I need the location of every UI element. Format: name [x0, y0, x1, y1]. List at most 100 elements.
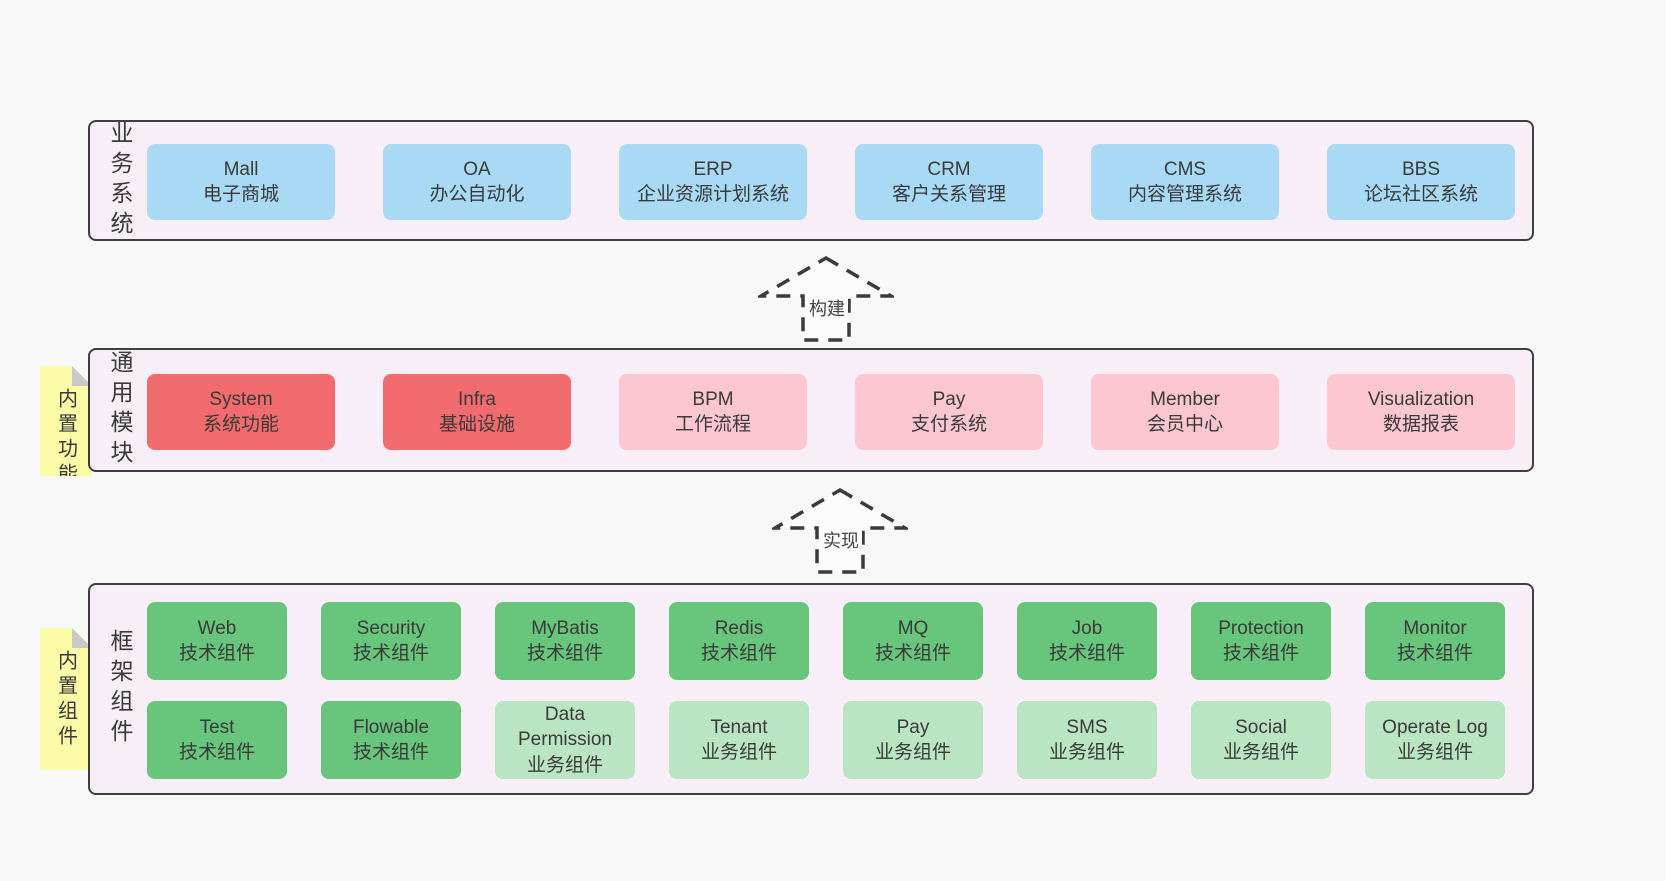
box-name: OA [463, 158, 491, 180]
framework-components-boxes: Web 技术组件 Security 技术组件 MyBatis 技术组件 Redi… [147, 602, 1505, 779]
implement-arrow-label: 实现 [820, 526, 862, 554]
builtin-features-note: 内置功能 [40, 366, 92, 476]
box-subtitle: 业务组件 [1396, 742, 1473, 763]
box-security: Security 技术组件 [321, 602, 461, 680]
box-subtitle: 技术组件 [178, 643, 255, 664]
box-subtitle: 技术组件 [874, 643, 951, 664]
box-name: Infra [457, 388, 497, 410]
box-name: Member [1150, 388, 1220, 410]
box-subtitle: 技术组件 [1222, 643, 1299, 664]
box-subtitle: 业务组件 [874, 742, 951, 763]
box-subtitle: 电子商城 [202, 184, 279, 205]
box-social: Social 业务组件 [1191, 701, 1331, 779]
box-flowable: Flowable 技术组件 [321, 701, 461, 779]
box-bbs: BBS 论坛社区系统 [1327, 144, 1515, 220]
box-subtitle: 技术组件 [352, 643, 429, 664]
box-row: Test 技术组件 Flowable 技术组件 Data Permission … [147, 701, 1505, 779]
box-name: Data Permission [518, 704, 612, 751]
box-name: CMS [1163, 158, 1207, 180]
box-job: Job 技术组件 [1017, 602, 1157, 680]
box-subtitle: 技术组件 [700, 643, 777, 664]
box-pay: Pay 支付系统 [855, 374, 1043, 450]
box-subtitle: 业务组件 [1048, 742, 1125, 763]
box-name: Pay [896, 716, 930, 738]
box-subtitle: 技术组件 [352, 742, 429, 763]
box-sms: SMS 业务组件 [1017, 701, 1157, 779]
band-label-business-systems: 业务系统 [107, 120, 133, 241]
box-subtitle: 客户关系管理 [891, 184, 1006, 205]
box-tenant: Tenant 业务组件 [669, 701, 809, 779]
box-name: Social [1235, 716, 1287, 738]
box-subtitle: 会员中心 [1146, 414, 1223, 435]
band-label-common-modules: 通用模块 [107, 350, 133, 470]
box-crm: CRM 客户关系管理 [855, 144, 1043, 220]
box-visualization: Visualization 数据报表 [1327, 374, 1515, 450]
box-monitor: Monitor 技术组件 [1365, 602, 1505, 680]
box-subtitle: 论坛社区系统 [1363, 184, 1478, 205]
box-name: Flowable [352, 716, 430, 738]
box-subtitle: 支付系统 [910, 414, 987, 435]
box-system: System 系统功能 [147, 374, 335, 450]
box-name: ERP [693, 158, 733, 180]
box-name: BBS [1401, 158, 1441, 180]
box-subtitle: 技术组件 [1048, 643, 1125, 664]
box-name: Security [356, 617, 426, 639]
box-name: Web [197, 617, 237, 639]
box-name: MyBatis [531, 617, 599, 639]
builtin-components-note-label: 内置组件 [54, 650, 77, 750]
box-subtitle: 企业资源计划系统 [636, 184, 789, 205]
box-subtitle: 数据报表 [1382, 414, 1459, 435]
box-cms: CMS 内容管理系统 [1091, 144, 1279, 220]
common-modules-boxes: System 系统功能 Infra 基础设施 BPM 工作流程 Pay 支付系统… [147, 374, 1515, 450]
box-name: BPM [692, 388, 734, 410]
box-subtitle: 业务组件 [700, 742, 777, 763]
builtin-components-note: 内置组件 [40, 628, 92, 770]
box-subtitle: 内容管理系统 [1127, 184, 1242, 205]
box-subtitle: 业务组件 [1222, 742, 1299, 763]
box-subtitle: 办公自动化 [429, 184, 525, 205]
box-row: Web 技术组件 Security 技术组件 MyBatis 技术组件 Redi… [147, 602, 1505, 680]
box-subtitle: 技术组件 [178, 742, 255, 763]
build-arrow-label: 构建 [806, 294, 848, 322]
box-operate-log: Operate Log 业务组件 [1365, 701, 1505, 779]
box-mall: Mall 电子商城 [147, 144, 335, 220]
box-data-permission: Data Permission 业务组件 [495, 701, 635, 779]
box-bpm: BPM 工作流程 [619, 374, 807, 450]
box-web: Web 技术组件 [147, 602, 287, 680]
box-name: Job [1071, 617, 1103, 639]
box-subtitle: 技术组件 [526, 643, 603, 664]
box-oa: OA 办公自动化 [383, 144, 571, 220]
box-name: Monitor [1403, 617, 1467, 639]
box-name: Pay [932, 388, 966, 410]
box-subtitle: 系统功能 [202, 414, 279, 435]
builtin-features-note-label: 内置功能 [54, 388, 77, 488]
box-member: Member 会员中心 [1091, 374, 1279, 450]
box-subtitle: 工作流程 [674, 414, 751, 435]
box-row: Mall 电子商城 OA 办公自动化 ERP 企业资源计划系统 CRM 客户关系… [147, 144, 1515, 220]
band-framework-components: 框架组件 Web 技术组件 Security 技术组件 MyBatis 技术组件… [88, 583, 1534, 795]
box-subtitle: 基础设施 [438, 414, 515, 435]
box-test: Test 技术组件 [147, 701, 287, 779]
box-name: Operate Log [1382, 716, 1488, 738]
band-common-modules: 通用模块 System 系统功能 Infra 基础设施 BPM 工作流程 Pay… [88, 348, 1534, 472]
box-name: System [209, 388, 273, 410]
box-name: SMS [1066, 716, 1108, 738]
box-row: System 系统功能 Infra 基础设施 BPM 工作流程 Pay 支付系统… [147, 374, 1515, 450]
box-infra: Infra 基础设施 [383, 374, 571, 450]
box-name: CRM [927, 158, 971, 180]
box-subtitle: 技术组件 [1396, 643, 1473, 664]
box-name: Test [199, 716, 235, 738]
business-systems-boxes: Mall 电子商城 OA 办公自动化 ERP 企业资源计划系统 CRM 客户关系… [147, 144, 1515, 220]
box-subtitle: 业务组件 [526, 754, 603, 776]
box-pay: Pay 业务组件 [843, 701, 983, 779]
box-protection: Protection 技术组件 [1191, 602, 1331, 680]
box-name: Tenant [710, 716, 768, 738]
box-name: MQ [897, 617, 929, 639]
box-mq: MQ 技术组件 [843, 602, 983, 680]
band-business-systems: 业务系统 Mall 电子商城 OA 办公自动化 ERP 企业资源计划系统 CRM… [88, 120, 1534, 241]
box-redis: Redis 技术组件 [669, 602, 809, 680]
band-label-framework-components: 框架组件 [107, 629, 133, 749]
box-name: Visualization [1367, 388, 1475, 410]
box-erp: ERP 企业资源计划系统 [619, 144, 807, 220]
